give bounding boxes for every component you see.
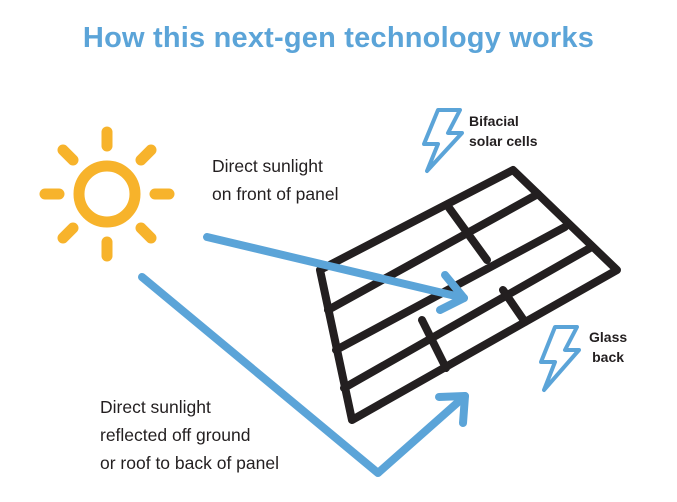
bifacial-label: Bifacial solar cells (469, 111, 538, 151)
diagram-title: How this next-gen technology works (82, 22, 595, 54)
sun-disc (73, 160, 141, 228)
sun-ray (135, 222, 157, 244)
glass-back-label: Glass back (589, 327, 627, 367)
sun-ray (135, 144, 157, 166)
direct-light-arrowhead (436, 271, 468, 314)
panel-row-line (324, 190, 542, 314)
panel-row-line (340, 244, 594, 392)
front-light-label-line: on front of panel (212, 184, 339, 204)
panel-row-line (332, 223, 569, 354)
lightning-bolt-icon (422, 108, 464, 173)
reflected-light-label-line: reflected off ground (100, 425, 251, 445)
reflected-light-label: Direct sunlight reflected off ground or … (100, 393, 279, 477)
reflected-light-arrow (138, 273, 469, 477)
bifacial-label-line: Bifacial (469, 113, 519, 129)
glass-back-label-line: back (592, 349, 625, 365)
bifacial-label-line: solar cells (469, 133, 538, 149)
lightning-bolt-icon (539, 325, 581, 392)
solar-panel (316, 166, 621, 424)
glass-back-label-line: Glass (589, 329, 628, 345)
panel-column-line (418, 316, 450, 372)
front-light-label-line: Direct sunlight (212, 156, 323, 176)
direct-light-arrow (203, 233, 468, 314)
panel-frame (316, 166, 621, 424)
panel-column-line (443, 201, 491, 264)
sun-icon (39, 126, 175, 262)
sun-ray (57, 222, 79, 244)
reflected-light-label-line: or roof to back of panel (100, 453, 279, 473)
direct-light-shaft (203, 233, 468, 302)
reflected-light-arrowhead (435, 392, 469, 427)
reflected-light-path (138, 273, 469, 477)
reflected-light-label-line: Direct sunlight (100, 397, 211, 417)
front-light-label: Direct sunlight on front of panel (212, 152, 338, 208)
panel-column-line (499, 286, 529, 326)
sun-ray (57, 144, 79, 166)
